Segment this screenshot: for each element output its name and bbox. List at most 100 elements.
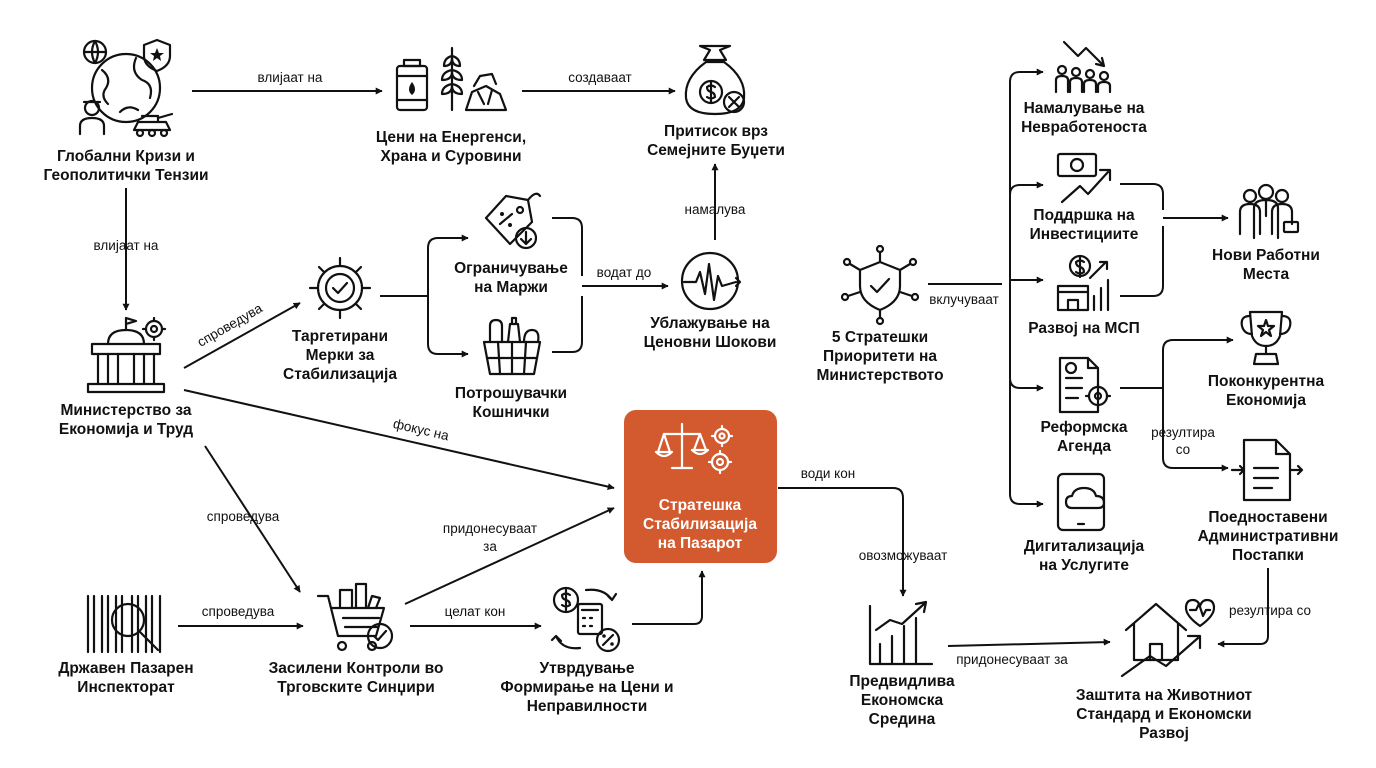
node-price-formation[interactable]: Утврдување Формирање на Цени и Неправилн…: [500, 586, 674, 715]
edge-ministry-to-center: [183, 389, 615, 491]
investment-label-1: Поддршка на: [1033, 207, 1135, 224]
seismograph-icon: [680, 251, 742, 311]
node-budget-pressure[interactable]: Притисок врз Семејните Буџети: [647, 44, 785, 159]
edges: [122, 68, 1269, 648]
commodities-icon: [395, 46, 508, 112]
targeted-label-2: Мерки за: [306, 347, 375, 364]
predictable-label-3: Средина: [869, 711, 936, 728]
node-targeted[interactable]: Таргетирани Мерки за Стабилизација: [283, 256, 397, 383]
edge-to-digital: [1009, 380, 1044, 508]
government-building-icon: [86, 316, 167, 394]
node-investment[interactable]: Поддршка на Инвестициите: [1030, 152, 1139, 243]
edge-label-enable: овозможуваат: [859, 548, 948, 563]
node-baskets[interactable]: Потрошувачки Кошнички: [455, 316, 567, 421]
node-priorities[interactable]: 5 Стратешки Приоритети на Министерството: [816, 244, 944, 384]
business-team-icon: [1238, 183, 1300, 240]
cushion-label-2: Ценовни Шокови: [644, 334, 777, 351]
center-box: [624, 410, 777, 563]
ministry-label-2: Економија и Труд: [59, 421, 193, 438]
edge-label-implements-3: спроведува: [202, 604, 275, 619]
node-margins[interactable]: Ограничување на Маржи: [454, 192, 568, 296]
edge-predictable-to-living: [947, 638, 1111, 647]
node-reform[interactable]: Реформска Агенда: [1041, 356, 1128, 455]
center-label-2: Стабилизација: [643, 516, 757, 533]
living-label-3: Развој: [1139, 725, 1189, 742]
node-unemployment[interactable]: Намалување на Невработеноста: [1021, 40, 1147, 136]
node-sme[interactable]: Развој на МСП: [1028, 254, 1140, 337]
trophy-icon: [1240, 310, 1292, 366]
digital-label-1: Дигитализација: [1024, 538, 1145, 555]
edge-label-includes: вклучуваат: [929, 292, 999, 307]
node-living[interactable]: Заштита на Животниот Стандард и Економск…: [1076, 598, 1253, 742]
predictable-label-1: Предвидлива: [849, 673, 955, 690]
money-growth-icon: [1056, 152, 1112, 204]
edge-ministry-to-controls: [204, 445, 301, 593]
edge-to-baskets: [427, 296, 469, 358]
node-global-crises[interactable]: Глобални Кризи и Геополитички Тензии: [43, 38, 209, 184]
node-simplified[interactable]: Поедноставени Административни Постапки: [1198, 438, 1339, 564]
living-label-1: Заштита на Животниот: [1076, 687, 1253, 704]
price-formation-label-3: Неправилности: [527, 698, 648, 715]
controls-label-2: Трговските Синџири: [277, 679, 435, 696]
edge-margins-merge: [552, 217, 583, 276]
edge-ministry-to-targeted: [183, 302, 301, 369]
unemployment-label-2: Невработеноста: [1021, 119, 1147, 136]
shopping-cart-icon: [316, 582, 394, 652]
edge-label-results-1a: резултира: [1151, 425, 1215, 440]
scales-gears-icon: [654, 422, 734, 475]
edge-center-to-predictable: [778, 487, 907, 597]
edge-to-competitive: [1162, 336, 1234, 388]
node-digital[interactable]: Дигитализација на Услугите: [1024, 472, 1145, 574]
predictable-label-2: Економска: [861, 692, 944, 709]
targeted-label-1: Таргетирани: [292, 328, 388, 345]
baskets-label-2: Кошнички: [472, 404, 549, 421]
margins-label-1: Ограничување: [454, 260, 568, 277]
price-cycle-icon: [550, 586, 621, 653]
edge-to-investment: [1009, 181, 1044, 196]
node-competitive[interactable]: Поконкурентна Економија: [1208, 310, 1325, 409]
node-ministry[interactable]: Министерство за Економија и Труд: [59, 316, 193, 438]
priorities-label-3: Министерството: [816, 367, 943, 384]
edge-to-reform: [1009, 284, 1044, 392]
margins-label-2: на Маржи: [474, 279, 548, 296]
document-arrows-icon: [1230, 438, 1304, 502]
node-prices[interactable]: Цени на Енергенси, Храна и Суровини: [376, 46, 526, 165]
document-gear-icon: [1058, 356, 1112, 414]
price-formation-label-2: Формирање на Цени и: [500, 679, 673, 696]
ministry-label-1: Министерство за: [60, 402, 191, 419]
price-tag-icon: [484, 192, 542, 250]
controls-label-1: Засилени Контроли во: [269, 660, 444, 677]
center-node[interactable]: Стратешка Стабилизација на Пазарот: [624, 410, 777, 563]
edge-label-contribute-2: придонесуваат за: [956, 652, 1068, 667]
declining-chart-people-icon: [1054, 40, 1112, 94]
edge-label-results-2: резултира со: [1229, 603, 1311, 618]
tablet-cloud-icon: [1056, 472, 1106, 532]
node-predictable[interactable]: Предвидлива Економска Средина: [849, 600, 955, 728]
globe-crisis-icon: [78, 38, 174, 138]
inspectorate-label-2: Инспекторат: [77, 679, 175, 696]
node-jobs[interactable]: Нови Работни Места: [1212, 183, 1320, 283]
simplified-label-3: Постапки: [1232, 547, 1304, 564]
edge-baskets-merge: [552, 296, 583, 353]
gear-check-icon: [308, 256, 372, 320]
basket-icon: [482, 316, 542, 376]
node-cushion[interactable]: Ублажување на Ценовни Шокови: [644, 251, 777, 351]
budget-pressure-label-1: Притисок врз: [664, 123, 768, 140]
edge-investment-merge: [1120, 183, 1164, 210]
competitive-label-1: Поконкурентна: [1208, 373, 1325, 390]
living-label-2: Стандард и Економски: [1076, 706, 1251, 723]
priorities-label-2: Приоритети на: [823, 348, 937, 365]
edge-to-simplified: [1162, 388, 1229, 472]
prices-label-2: Храна и Суровини: [380, 148, 521, 165]
money-bag-icon: [684, 44, 746, 116]
edge-sme-merge: [1120, 226, 1164, 297]
node-inspectorate[interactable]: Државен Пазарен Инспекторат: [58, 594, 194, 696]
competitive-label-2: Економија: [1226, 392, 1306, 409]
priorities-label-1: 5 Стратешки: [832, 329, 928, 346]
edge-label-create: создаваат: [568, 70, 631, 85]
jobs-label-2: Места: [1243, 266, 1290, 283]
edge-label-implements-2: спроведува: [207, 509, 280, 524]
node-controls[interactable]: Засилени Контроли во Трговските Синџири: [269, 582, 444, 696]
edge-priceform-to-center: [632, 570, 706, 625]
jobs-label-1: Нови Работни: [1212, 247, 1320, 264]
